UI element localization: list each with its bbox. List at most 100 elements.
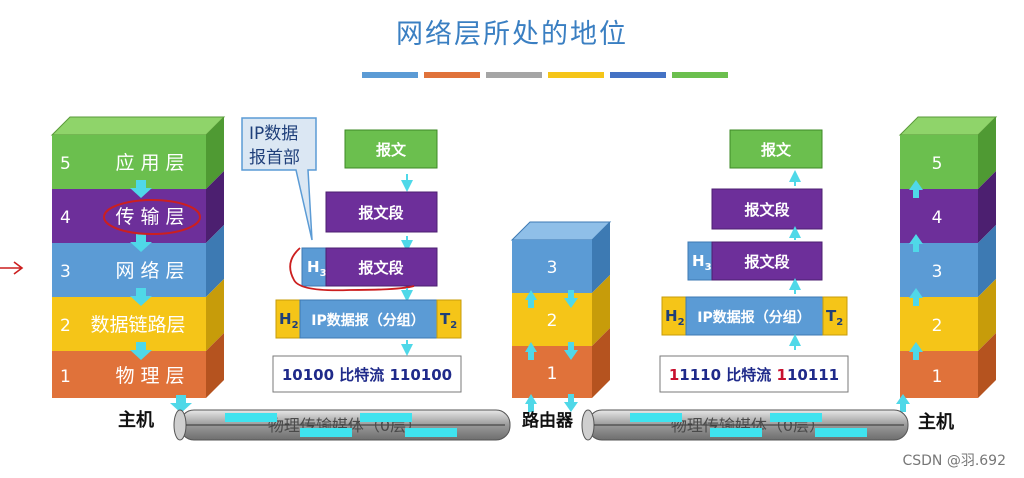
left-physical-media-pipe: 物理传输媒体（0层） [173,409,511,441]
right-net-body-box [711,241,823,281]
right-bitstream-label: 11110 比特流 110111 [669,366,839,384]
left-dl-body-label: IP数据报（分组） [311,312,424,329]
left-encapsulation-stack: 报文 报文段 H3 报文段 H2 IP数据报（分组） T2 10100 比特流 … [272,129,462,393]
left-host-side-physical [206,333,224,398]
left-segment-label: 报文段 [358,204,403,222]
left-layer-name: 传 输 层 [115,206,184,228]
right-host-side-application [978,117,996,189]
red-annotation-circle [103,199,201,235]
up-arrow-icon [525,394,537,412]
right-dl-body-box [685,296,824,336]
right-host-side-physical [978,333,996,398]
left-dl-trailer-box [436,299,462,339]
left-layer-name: 物 理 层 [115,365,184,387]
right-host-side-datalink [978,279,996,351]
down-arrow-icon [130,342,152,360]
router-layer-num: 1 [547,364,558,384]
left-host-layer-datalink [52,297,206,351]
up-arrow-icon [525,342,537,360]
right-host-up-arrows [896,180,923,412]
title-color-swatch [486,72,542,78]
router-side-datalink [592,275,610,346]
left-host-label: 主机 [118,409,154,431]
right-dl-trailer-label: T2 [826,307,843,328]
left-layer-name: 网 络 层 [115,260,184,282]
red-annotation-bracket [289,247,415,292]
title-color-swatch [362,72,418,78]
right-host-label: 主机 [918,411,954,433]
right-net-body-label: 报文段 [744,253,789,271]
right-physical-media-pipe: 物理传输媒体（0层） [581,409,909,441]
left-host-side-transport [206,171,224,243]
left-layer-name: 数据链路层 [90,314,185,336]
left-dl-body-box [299,299,438,339]
right-host-side-network [978,225,996,297]
right-host-tower: 5 4 3 2 1 [896,116,998,412]
down-arrow-icon [130,234,152,252]
left-dl-trailer-label: T2 [440,310,457,331]
up-arrow-icon [909,288,923,306]
right-layer-num: 3 [932,262,943,282]
left-net-body-label: 报文段 [358,259,403,277]
left-layer-num: 3 [60,262,71,282]
left-host-side-datalink [206,279,224,351]
page-title: 网络层所处的地位 [396,19,628,50]
right-layer-num: 5 [932,154,943,174]
left-net-header-label: H3 [307,258,327,279]
callout-text-line1: IP数据 [249,124,298,144]
left-host-layer-physical [52,351,206,398]
router-side-network [592,222,610,293]
router-arrows [525,290,578,412]
csdn-watermark: CSDN @羽.692 [902,453,1006,469]
down-arrow-icon [130,288,152,306]
right-segment-label: 报文段 [744,201,789,219]
router-layer-physical [512,346,592,398]
left-dl-header-label: H2 [279,310,299,331]
right-message-label: 报文 [761,141,792,159]
right-dl-header-box [661,296,687,336]
left-layer-num: 4 [60,208,71,228]
router-layer-num: 2 [547,311,558,331]
down-arrow-icon [564,394,578,412]
router-layer-datalink [512,293,592,346]
right-net-header-label: H3 [692,252,712,273]
up-arrow-icon [896,394,910,412]
left-host-layer-transport [52,189,206,243]
down-arrow-icon [564,290,578,308]
router-layer-network [512,240,592,293]
router-label: 路由器 [522,410,574,431]
right-net-header-box [687,241,713,281]
router-side-physical [592,328,610,398]
right-layer-num: 2 [932,316,943,336]
title-color-swatch [610,72,666,78]
right-host-layer-application [900,135,978,189]
right-media-signal-marks [630,413,867,437]
callout-text-line2: 报首部 [249,148,300,168]
left-net-body-box [325,247,438,287]
left-layer-num: 5 [60,154,71,174]
router-layer-num: 3 [547,258,558,278]
left-host-tower: 5 应 用 层 4 传 输 层 3 网 络 层 2 数据链路层 1 物 理 层 [0,116,226,413]
left-layer-num: 2 [60,316,71,336]
right-dl-trailer-box [822,296,848,336]
right-layer-num: 1 [932,367,943,387]
down-arrow-icon [564,342,578,360]
left-segment-box [325,191,438,233]
right-host-side-transport [978,171,996,243]
red-annotation-arrow [0,261,24,275]
callout-box [241,117,317,241]
title-color-swatch [672,72,728,78]
left-host-side-network [206,225,224,297]
right-decapsulation-stack: 报文 报文段 H3 报文段 H2 IP数据报（分组） T2 11110 比特流 … [659,129,849,393]
left-host-layer-network [52,243,206,297]
right-layer-num: 4 [932,208,943,228]
left-bitstream-label: 10100 比特流 110100 [282,366,452,384]
down-arrow-icon [170,395,192,413]
left-host-top-face [50,116,226,136]
ip-header-callout: IP数据 报首部 [241,117,317,241]
left-message-label: 报文 [376,141,407,159]
router-tower: 3 2 1 [510,221,612,412]
left-host-down-arrows [130,180,192,413]
right-bitstream-box [659,355,849,393]
left-host-side-application [206,117,224,189]
